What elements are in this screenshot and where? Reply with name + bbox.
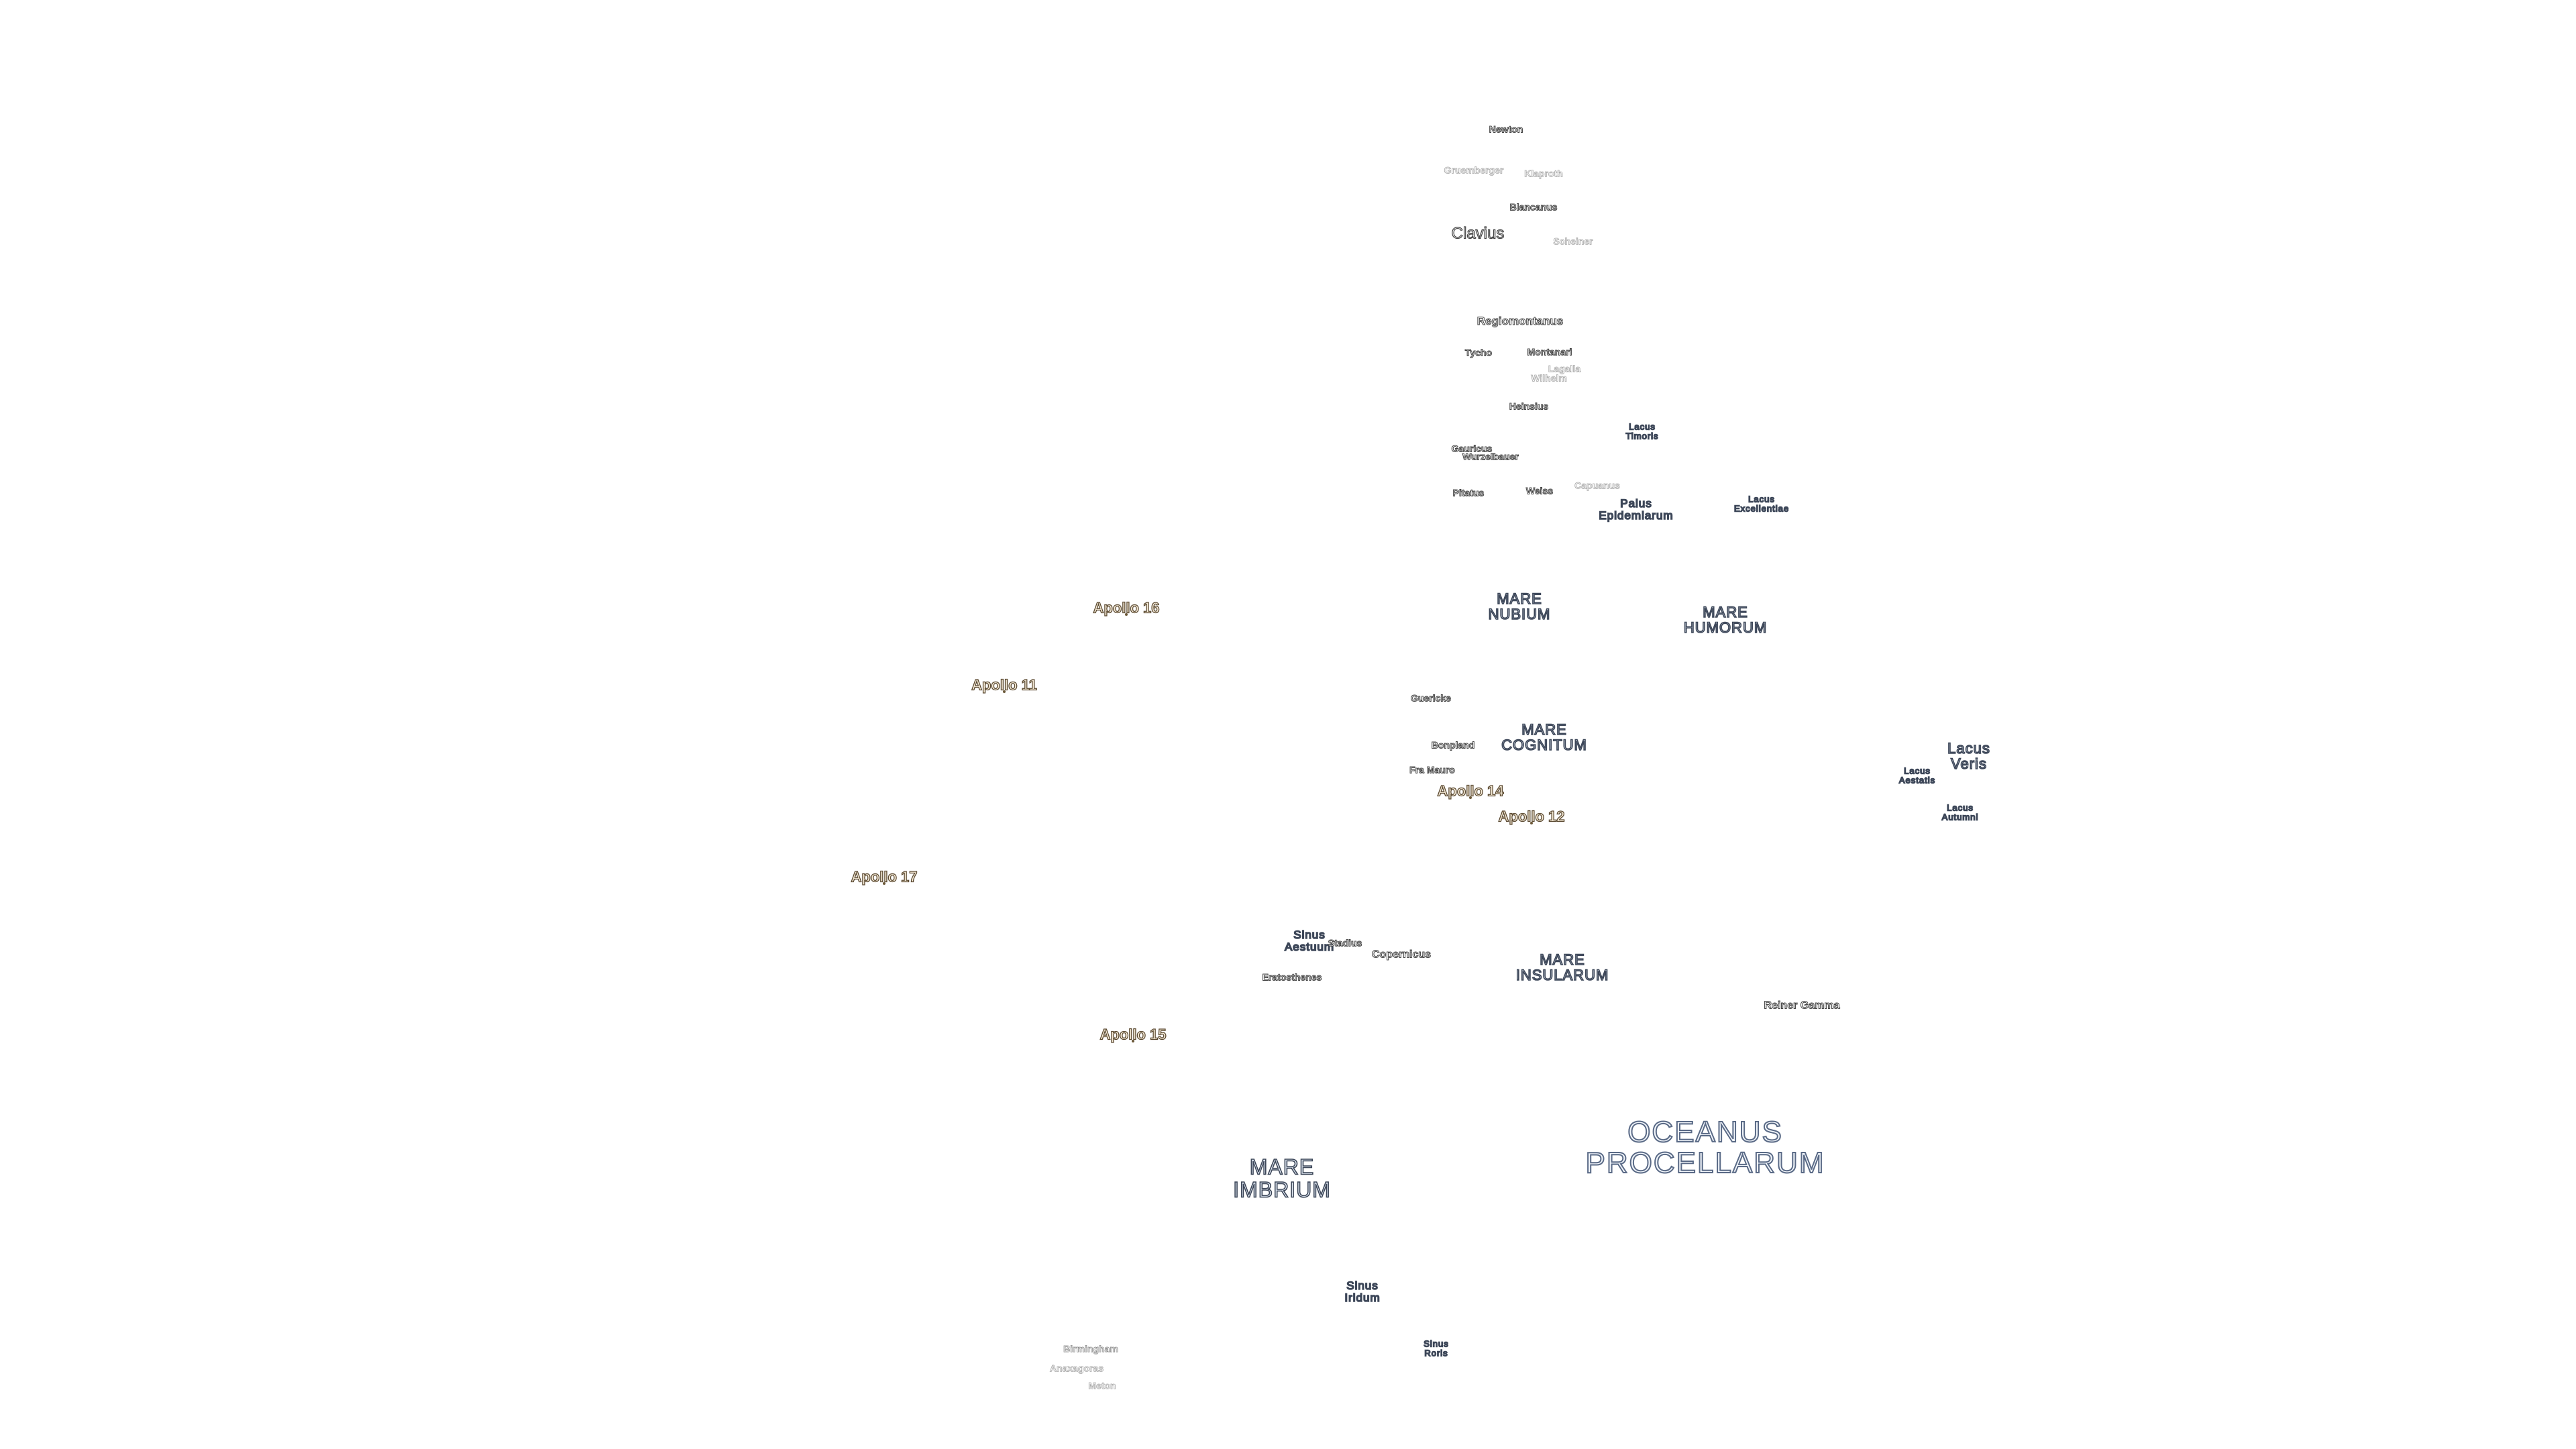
crater-capuanus-label[interactable]: Capuanus [1574, 480, 1620, 491]
crater-weiss-label[interactable]: Weiss [1525, 485, 1554, 496]
crater-clavius-label[interactable]: Clavius [1451, 224, 1505, 243]
crater-regiomontanus-label[interactable]: Regiomontanus [1477, 315, 1564, 328]
lacus-veris-label[interactable]: Lacus Veris [1947, 739, 1990, 772]
lacus-excellentiae-label[interactable]: Lacus Excellentiae [1733, 494, 1790, 513]
apollo-14-label[interactable]: Apollo 14 [1437, 782, 1504, 800]
crater-wurzelbauer-label[interactable]: Wurzelbauer [1462, 451, 1519, 462]
crater-wilhelm-label[interactable]: Wilhelm [1531, 372, 1567, 384]
crater-montanari-label[interactable]: Montanari [1527, 346, 1572, 358]
crater-scheiner-label[interactable]: Scheiner [1553, 235, 1593, 247]
mare-cognitum-label[interactable]: MARE COGNITUM [1501, 720, 1587, 753]
apollo-15-site-marker[interactable] [1132, 1040, 1134, 1042]
crater-birmingham-label[interactable]: Birmingham [1063, 1343, 1118, 1354]
apollo-12-label[interactable]: Apollo 12 [1498, 808, 1565, 825]
sinus-roris-label[interactable]: Sinus Roris [1423, 1338, 1449, 1358]
crater-meton-label[interactable]: Meton [1088, 1380, 1116, 1391]
crater-pitatus-label[interactable]: Pitatus [1452, 487, 1485, 498]
sinus-iridum-label[interactable]: Sinus Iridum [1344, 1279, 1381, 1304]
crater-gruemberger-label[interactable]: Gruemberger [1444, 164, 1504, 176]
mare-nubium-label[interactable]: MARE NUBIUM [1488, 590, 1551, 623]
apollo-16-label[interactable]: Apollo 16 [1093, 599, 1160, 616]
apollo-11-label[interactable]: Apollo 11 [971, 676, 1037, 694]
mare-imbrium-label[interactable]: MARE IMBRIUM [1232, 1155, 1331, 1201]
lacus-timoris-label[interactable]: Lacus Timoris [1625, 421, 1659, 441]
crater-heinsius-label[interactable]: Heinsius [1509, 400, 1549, 412]
apollo-15-label[interactable]: Apollo 15 [1099, 1026, 1167, 1043]
crater-stadius-label[interactable]: Stadius [1328, 937, 1362, 949]
crater-eratosthenes-label[interactable]: Eratosthenes [1262, 971, 1322, 983]
crater-newton-label[interactable]: Newton [1489, 123, 1523, 135]
crater-tycho-label[interactable]: Tycho [1464, 347, 1493, 358]
apollo-17-site-marker[interactable] [883, 882, 885, 885]
mare-insularum-label[interactable]: MARE INSULARUM [1515, 951, 1609, 983]
crater-fra-mauro-label[interactable]: Fra Mauro [1409, 764, 1456, 775]
crater-reiner-gamma-label[interactable]: Reiner Gamma [1764, 1000, 1840, 1012]
apollo-11-site-marker[interactable] [1003, 690, 1006, 693]
palus-epidemiarum-label[interactable]: Palus Epidemiarum [1599, 497, 1674, 522]
oceanus-procellarum-label[interactable]: OCEANUS PROCELLARUM [1585, 1115, 1825, 1179]
crater-guericke-label[interactable]: Guericke [1411, 692, 1452, 704]
lacus-autumni-label[interactable]: Lacus Autumni [1941, 802, 1979, 822]
crater-gauricus-label[interactable]: Gauricus [1451, 443, 1493, 454]
mare-humorum-label[interactable]: MARE HUMORUM [1683, 603, 1768, 636]
apollo-14-site-marker[interactable] [1469, 796, 1472, 799]
crater-klaproth-label[interactable]: Klaproth [1524, 168, 1563, 179]
crater-bonpland-label[interactable]: Bonpland [1431, 739, 1475, 751]
lacus-aestatis-label[interactable]: Lacus Aestatis [1898, 765, 1936, 785]
crater-anaxagoras-label[interactable]: Anaxagoras [1049, 1362, 1104, 1374]
apollo-12-site-marker[interactable] [1530, 822, 1533, 824]
apollo-16-site-marker[interactable] [1125, 613, 1128, 616]
crater-copernicus-label[interactable]: Copernicus [1371, 949, 1432, 961]
sinus-aestuum-label[interactable]: Sinus Aestuum [1284, 928, 1335, 953]
crater-blancanus-label[interactable]: Blancanus [1509, 201, 1558, 213]
apollo-17-label[interactable]: Apollo 17 [851, 868, 918, 885]
crater-lagalla-label[interactable]: Lagalla [1548, 363, 1581, 374]
